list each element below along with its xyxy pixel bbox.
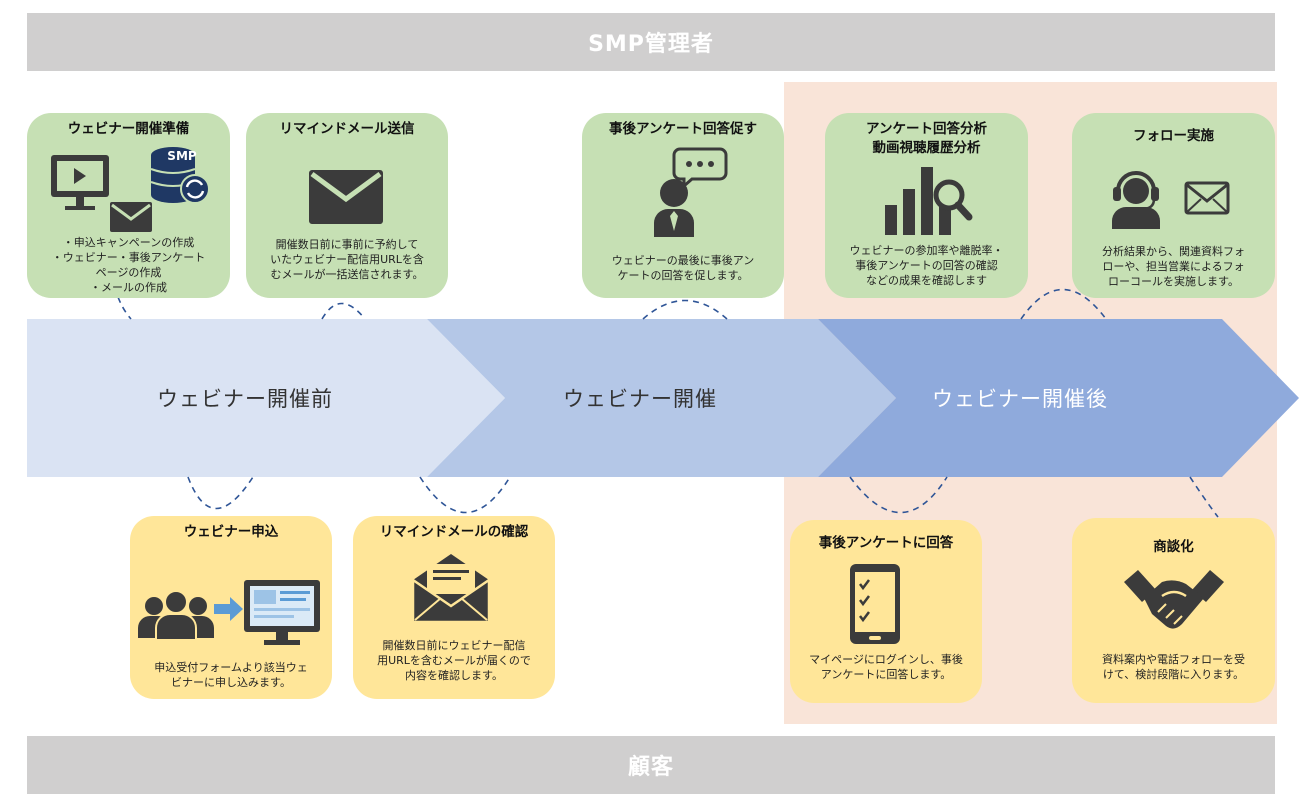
customer-step-deal: 商談化 資料案内や電話フォローを受 けて、検討段階に入ります。 xyxy=(1072,518,1275,703)
admin-step-survey-prompt: 事後アンケート回答促す ウェビナーの最後に事後アン ケートの回答を促します。 xyxy=(582,113,784,298)
speaker-person-icon xyxy=(654,147,728,237)
step-title: フォロー実施 xyxy=(1133,128,1214,144)
step-title: リマインドメールの確認 xyxy=(379,524,529,540)
admin-step-follow-up: フォロー実施 分析結果から、関連資料フォ ローや、担当営業によるフォ ローコール… xyxy=(1072,113,1275,298)
customer-step-webinar-apply: ウェビナー申込 申込受付フォームより該当ウェ ビナーに申し込みます。 xyxy=(130,516,332,699)
phase-label-before: ウェビナー開催前 xyxy=(157,387,333,411)
headset-operator-icon xyxy=(1112,171,1160,229)
bar-chart-search-icon xyxy=(885,167,973,235)
step-title: アンケート回答分析 動画視聴履歴分析 xyxy=(866,121,987,156)
customer-step-reminder-check: リマインドメールの確認 開催数日前にウェビナー配信 用URLを含むメールが届くの… xyxy=(353,516,555,699)
open-mail-icon xyxy=(411,554,491,624)
step-description: ウェビナーの最後に事後アン ケートの回答を促します。 xyxy=(611,254,755,282)
step-description: 申込受付フォームより該当ウェ ビナーに申し込みます。 xyxy=(154,661,308,689)
step-title: ウェビナー開催準備 xyxy=(67,121,190,137)
mail-icon xyxy=(309,170,383,224)
top-band-smp-admin: SMP管理者 xyxy=(27,13,1275,71)
monitor-icon xyxy=(244,580,320,645)
phase-label-during: ウェビナー開催 xyxy=(563,387,717,411)
bottom-band-customer: 顧客 xyxy=(27,736,1275,794)
step-description: ウェビナーの参加率や離脱率・ 事後アンケートの回答の確認 などの成果を確認します xyxy=(849,244,1004,287)
step-title: ウェビナー申込 xyxy=(183,524,279,540)
step-description: 開催数日前に事前に予約して いたウェビナー配信用URLを含 むメールが一括送信さ… xyxy=(270,238,424,281)
database-icon xyxy=(150,147,210,204)
admin-step-webinar-prep: ウェビナー開催準備 SMP ・申込キャンペーンの作成 ・ウェビナー・事後アンケー… xyxy=(27,113,230,298)
bottom-band-label: 顧客 xyxy=(627,755,674,780)
admin-step-analysis: アンケート回答分析 動画視聴履歴分析 ウェビナーの参加率や離脱率・ 事後アンケー… xyxy=(825,113,1028,298)
admin-step-reminder-send: リマインドメール送信 開催数日前に事前に予約して いたウェビナー配信用URLを含… xyxy=(246,113,448,298)
step-description: 資料案内や電話フォローを受 けて、検討段階に入ります。 xyxy=(1102,653,1245,681)
group-icon xyxy=(138,590,214,640)
phase-arrow-after xyxy=(818,319,1299,477)
step-title: 事後アンケートに回答 xyxy=(818,535,954,551)
step-description: ・申込キャンペーンの作成 ・ウェビナー・事後アンケート ページの作成 ・メールの… xyxy=(51,236,206,294)
customer-step-survey-answer: 事後アンケートに回答 マイページにログインし、事後 アンケートに回答します。 xyxy=(790,520,982,703)
handshake-icon xyxy=(1124,570,1224,629)
arrow-right-icon xyxy=(214,597,243,621)
smartphone-checklist-icon xyxy=(850,564,900,644)
monitor-icon xyxy=(51,155,109,210)
phase-arrow-before xyxy=(27,319,505,477)
phase-label-after: ウェビナー開催後 xyxy=(932,387,1108,411)
phase-arrow-during xyxy=(427,319,896,477)
step-description: 開催数日前にウェビナー配信 用URLを含むメールが届くので 内容を確認します。 xyxy=(377,639,531,682)
step-title: 商談化 xyxy=(1153,539,1194,555)
mail-icon xyxy=(1184,181,1230,215)
mail-icon xyxy=(110,202,152,232)
step-description: 分析結果から、関連資料フォ ローや、担当営業によるフォ ローコールを実施します。 xyxy=(1102,245,1245,288)
step-title: 事後アンケート回答促す xyxy=(609,121,757,137)
smp-badge-text: SMP xyxy=(167,149,197,163)
step-title: リマインドメール送信 xyxy=(279,121,415,137)
top-band-label: SMP管理者 xyxy=(588,32,714,57)
step-description: マイページにログインし、事後 アンケートに回答します。 xyxy=(809,653,963,681)
